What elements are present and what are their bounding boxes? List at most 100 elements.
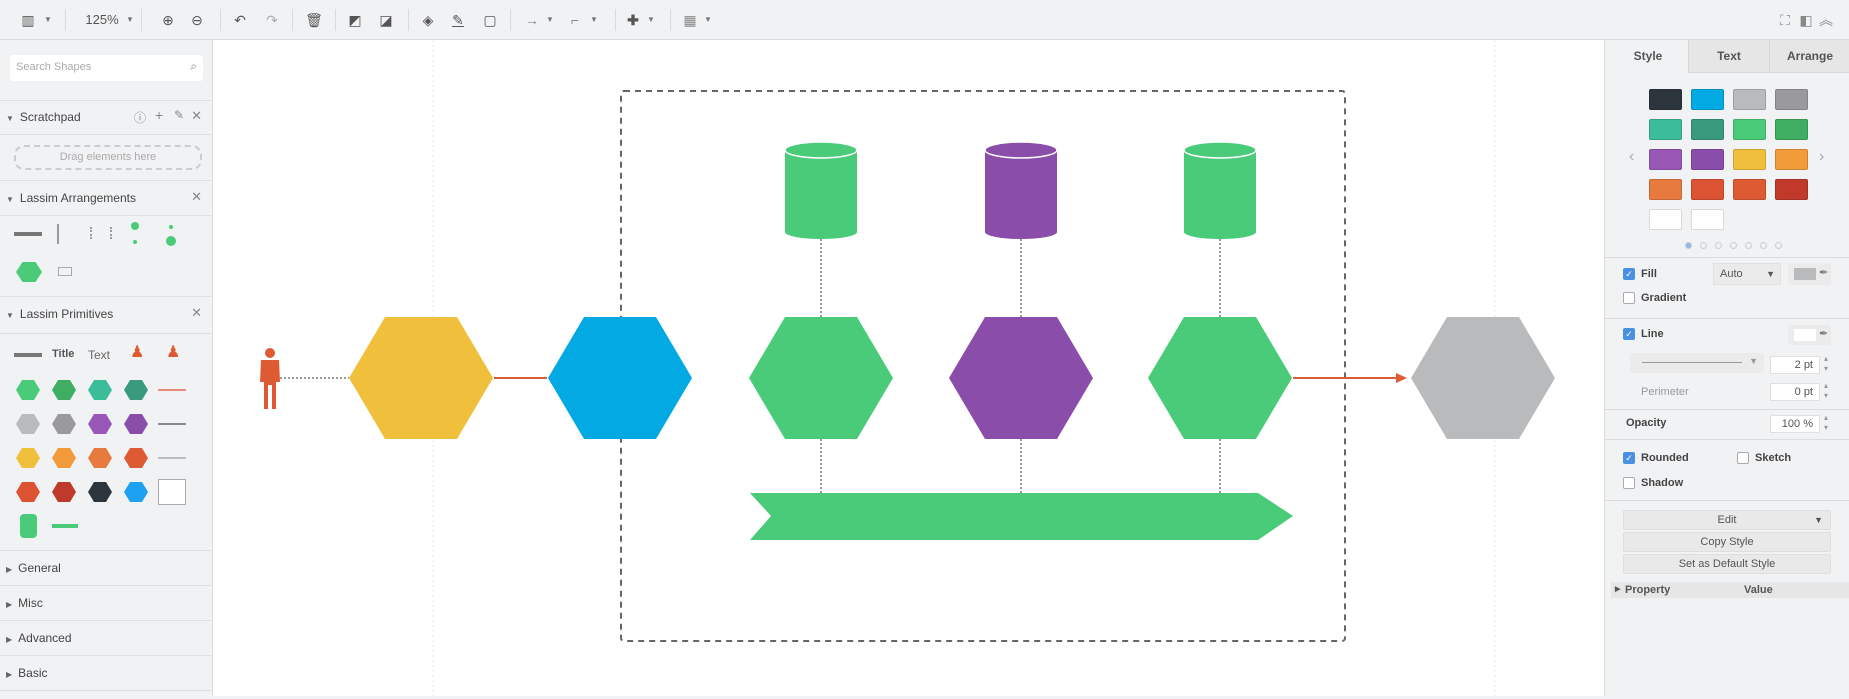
chevron-left-icon[interactable]: ‹ [1629, 148, 1635, 165]
shape-arrangement-banner[interactable] [14, 232, 42, 236]
shape-arrangement-list[interactable] [90, 227, 112, 239]
shape-hexagon[interactable] [88, 380, 112, 400]
fullscreen-icon[interactable]: ⛶ [1780, 12, 1790, 28]
delete-icon[interactable]: 🗑 [305, 12, 323, 28]
stepper-icon[interactable]: ▴▾ [1824, 413, 1829, 432]
shadow-checkbox[interactable] [1623, 477, 1635, 489]
shadow-icon[interactable]: ▢ [483, 12, 497, 28]
chevron-down-icon[interactable]: ▼ [647, 15, 655, 24]
to-back-icon[interactable]: ◪ [379, 12, 393, 28]
pager-dot[interactable] [1730, 242, 1737, 249]
format-panel-icon[interactable]: ▥ [21, 12, 35, 28]
zoom-in-icon[interactable]: ⊕ [162, 12, 174, 28]
shape-text[interactable]: Text [88, 348, 111, 362]
group-container[interactable] [620, 90, 1346, 642]
zoom-level-dropdown[interactable]: 125% [85, 12, 119, 27]
shape-arrangement-node-top[interactable] [131, 222, 139, 230]
color-swatch[interactable] [1649, 209, 1682, 230]
help-icon[interactable]: ⓘ [134, 111, 147, 125]
shape-person-icon[interactable]: ♟ [130, 344, 145, 361]
shape-hexagon[interactable] [124, 414, 148, 434]
color-swatch[interactable] [1775, 89, 1808, 110]
rounded-checkbox[interactable]: ✓ [1623, 452, 1635, 464]
shape-hexagon[interactable] [52, 448, 76, 468]
to-front-icon[interactable]: ◩ [348, 12, 362, 28]
shape-arrangement-hexagon[interactable] [16, 262, 42, 282]
redo-icon[interactable]: ↷ [266, 12, 278, 28]
connection-icon[interactable]: → [525, 12, 539, 28]
color-swatch[interactable] [1733, 89, 1766, 110]
edit-icon[interactable]: ✎ [174, 108, 185, 122]
color-swatch[interactable] [1775, 179, 1808, 200]
collapse-icon[interactable]: ︽ [1819, 12, 1833, 28]
line-width-input[interactable]: 2 pt [1770, 356, 1820, 374]
banner-arrow[interactable] [750, 493, 1293, 540]
tab-style[interactable]: Style [1608, 40, 1688, 73]
person-icon[interactable] [260, 360, 280, 409]
hexagon-green[interactable] [749, 317, 893, 439]
shape-arrangement-container[interactable] [58, 267, 72, 276]
shape-hexagon[interactable] [124, 448, 148, 468]
hexagon-yellow[interactable] [349, 317, 493, 439]
fill-color-icon[interactable]: ◈ [422, 12, 434, 28]
shape-banner[interactable] [14, 353, 42, 357]
hexagon-gray[interactable] [1411, 317, 1555, 439]
gradient-checkbox[interactable] [1623, 292, 1635, 304]
chevron-down-icon[interactable]: ▼ [44, 15, 52, 24]
pager-dot[interactable] [1700, 242, 1707, 249]
diagram-canvas[interactable] [213, 40, 1604, 696]
chevron-down-icon[interactable]: ▼ [590, 15, 598, 24]
insert-icon[interactable]: ✚ [627, 12, 639, 28]
color-swatch[interactable] [1649, 89, 1682, 110]
shape-hexagon[interactable] [88, 414, 112, 434]
shape-rectangle[interactable] [158, 479, 186, 505]
pager-dot[interactable] [1685, 242, 1692, 249]
opacity-input[interactable]: 100 % [1770, 415, 1820, 433]
color-swatch[interactable] [1691, 89, 1724, 110]
chevron-right-icon[interactable]: › [1819, 148, 1825, 165]
chevron-right-icon[interactable]: ▶ [1615, 586, 1621, 593]
zoom-out-icon[interactable]: ⊖ [191, 12, 203, 28]
tab-text[interactable]: Text [1688, 40, 1769, 73]
shape-hexagon[interactable] [124, 482, 148, 502]
fill-mode-select[interactable]: Auto▼ [1713, 263, 1781, 285]
shape-line-red[interactable] [158, 389, 186, 391]
stepper-icon[interactable]: ▴▾ [1824, 354, 1829, 373]
color-swatch[interactable] [1649, 179, 1682, 200]
shape-hexagon[interactable] [88, 448, 112, 468]
section-basic[interactable]: ▶Basic [6, 665, 48, 683]
color-swatch[interactable] [1691, 209, 1724, 230]
close-icon[interactable]: ✕ [191, 305, 202, 320]
color-swatch[interactable] [1733, 149, 1766, 170]
perimeter-input[interactable]: 0 pt [1770, 383, 1820, 401]
shape-line-gray[interactable] [158, 423, 186, 425]
database-cylinder[interactable] [985, 150, 1057, 239]
color-swatch[interactable] [1733, 119, 1766, 140]
undo-icon[interactable]: ↶ [234, 12, 246, 28]
close-icon[interactable]: ✕ [191, 108, 202, 123]
line-style-select[interactable]: ▼ [1630, 353, 1764, 373]
shape-hexagon[interactable] [124, 380, 148, 400]
shape-hexagon[interactable] [52, 414, 76, 434]
color-swatch[interactable] [1775, 149, 1808, 170]
color-swatch[interactable] [1733, 179, 1766, 200]
pager-dot[interactable] [1760, 242, 1767, 249]
waypoints-icon[interactable]: ⌐ [570, 12, 580, 28]
toggle-panel-icon[interactable]: ◧ [1799, 12, 1813, 28]
color-swatch[interactable] [1691, 179, 1724, 200]
database-cylinder[interactable] [785, 150, 857, 239]
sketch-checkbox[interactable] [1737, 452, 1749, 464]
person-icon-head[interactable] [265, 348, 275, 358]
line-color-icon[interactable]: ✎ [452, 12, 464, 28]
close-icon[interactable]: ✕ [191, 189, 202, 204]
chevron-down-icon[interactable]: ▼ [704, 15, 712, 24]
tab-arrange[interactable]: Arrange [1769, 40, 1849, 73]
chevron-down-icon[interactable]: ▼ [126, 15, 134, 24]
shape-person-icon[interactable]: ♟ [166, 344, 181, 361]
color-swatch[interactable] [1691, 119, 1724, 140]
scratchpad-drop-area[interactable]: Drag elements here [14, 145, 202, 170]
color-swatch[interactable] [1775, 119, 1808, 140]
table-icon[interactable]: ▦ [683, 12, 697, 28]
scratchpad-header[interactable]: ▼Scratchpad [6, 109, 81, 127]
pager-dot[interactable] [1775, 242, 1782, 249]
